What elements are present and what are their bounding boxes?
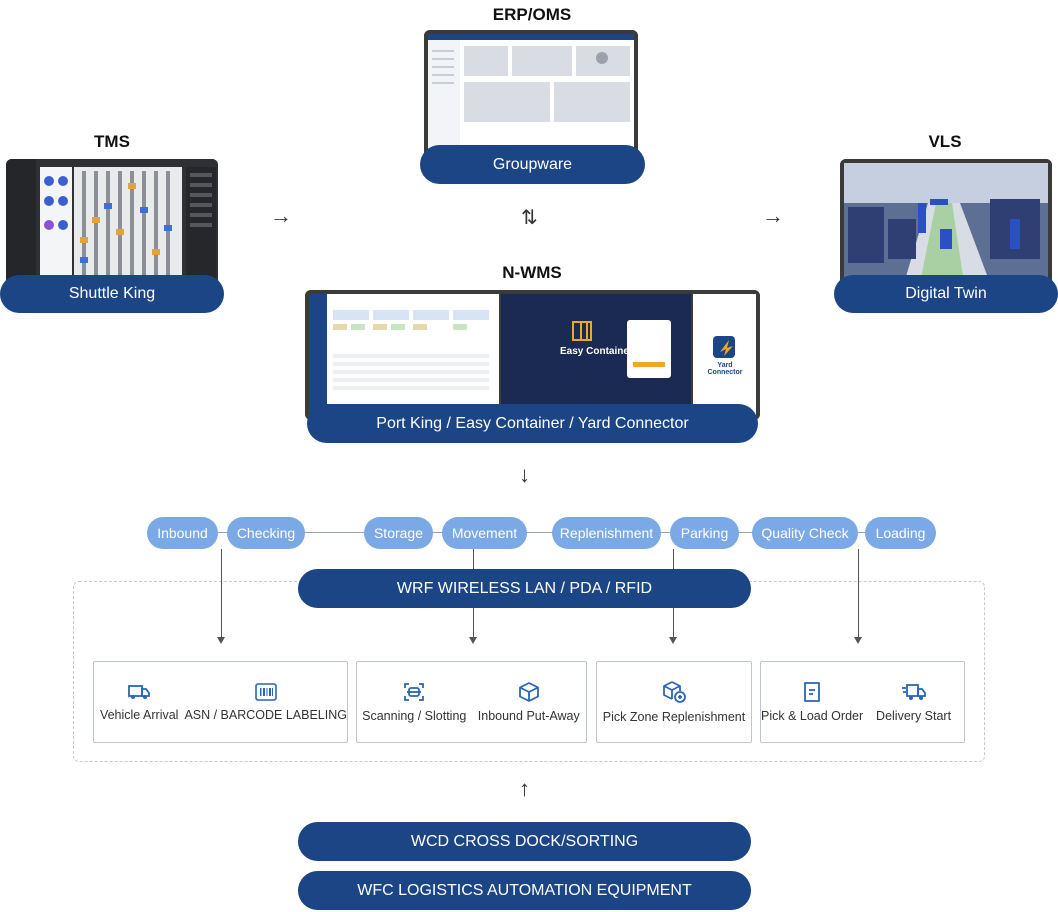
document-icon (801, 681, 823, 703)
step-checking[interactable]: Checking (227, 517, 305, 549)
erp-title: ERP/OMS (492, 5, 572, 24)
card-item-label: ASN / BARCODE LABELING (184, 708, 347, 722)
vls-screenshot (840, 159, 1052, 287)
card-item-delivery-start[interactable]: Delivery Start (863, 662, 964, 742)
step-loading[interactable]: Loading (865, 517, 936, 549)
nwms-title: N-WMS (502, 263, 562, 282)
step-parking[interactable]: Parking (670, 517, 739, 549)
scan-icon (402, 681, 426, 703)
card-item-scanning-slotting[interactable]: Scanning / Slotting (357, 662, 472, 742)
tms-title: TMS (94, 132, 130, 151)
card-item-label: Pick Zone Replenishment (602, 710, 746, 724)
connector-parking-head (669, 637, 677, 644)
erp-screen-art (424, 30, 638, 160)
nwms-screen-art (305, 290, 760, 420)
connector-movement-head (469, 637, 477, 644)
card-item-asn-barcode[interactable]: ASN / BARCODE LABELING (184, 662, 347, 742)
box-icon (517, 681, 541, 703)
step-replenishment[interactable]: Replenishment (552, 517, 661, 549)
card-item-pick-load-order[interactable]: Pick & Load Order (761, 662, 863, 742)
bidirectional-arrow: ⇅ (521, 207, 538, 229)
process-line (180, 532, 900, 533)
step-storage[interactable]: Storage (364, 517, 433, 549)
vls-product-pill[interactable]: Digital Twin (834, 275, 1058, 313)
card-item-inbound-putaway[interactable]: Inbound Put-Away (472, 662, 587, 742)
wrf-pill[interactable]: WRF WIRELESS LAN / PDA / RFID (298, 569, 751, 608)
connector-quality-check (858, 549, 859, 637)
erp-screenshot (424, 30, 638, 160)
card-item-vehicle-arrival[interactable]: Vehicle Arrival (94, 662, 184, 742)
connector-checking (221, 549, 222, 637)
box-refresh-icon (661, 680, 687, 704)
vls-screen-art (840, 159, 1052, 287)
card-item-pick-zone-replenishment[interactable]: Pick Zone Replenishment (597, 662, 751, 742)
wcd-pill[interactable]: WCD CROSS DOCK/SORTING (298, 822, 751, 861)
vls-title: VLS (928, 132, 962, 151)
equipment-up-arrow: ↑ (519, 776, 530, 801)
truck-icon (127, 682, 151, 702)
step-inbound[interactable]: Inbound (147, 517, 218, 549)
tms-screen-art (6, 159, 218, 287)
card-item-label: Scanning / Slotting (362, 709, 467, 723)
yard-connector-label: Yard Connector (707, 362, 743, 376)
card-item-label: Vehicle Arrival (99, 708, 179, 722)
nwms-screenshot: Easy Container Yard Connector (305, 290, 760, 420)
wfc-pill[interactable]: WFC LOGISTICS AUTOMATION EQUIPMENT (298, 871, 751, 910)
barcode-icon (254, 682, 278, 702)
card-loading: Pick & Load Order Delivery Start (760, 661, 965, 743)
delivery-truck-icon (901, 681, 927, 703)
tms-product-pill[interactable]: Shuttle King (0, 275, 224, 313)
card-replenishment: Pick Zone Replenishment (596, 661, 752, 743)
nwms-down-arrow: ↓ (519, 462, 530, 487)
card-scanning: Scanning / Slotting Inbound Put-Away (356, 661, 587, 743)
card-arrival: Vehicle Arrival ASN / BARCODE LABELING (93, 661, 348, 743)
nwms-product-pill[interactable]: Port King / Easy Container / Yard Connec… (307, 404, 758, 443)
step-quality-check[interactable]: Quality Check (752, 517, 858, 549)
center-to-vls-arrow: → (762, 203, 784, 228)
connector-checking-head (217, 637, 225, 644)
card-item-label: Delivery Start (876, 709, 952, 723)
erp-product-pill[interactable]: Groupware (420, 145, 645, 184)
tms-to-center-arrow: → (270, 203, 292, 228)
card-item-label: Inbound Put-Away (477, 709, 580, 723)
card-item-label: Pick & Load Order (761, 709, 864, 723)
step-movement[interactable]: Movement (442, 517, 527, 549)
tms-screenshot (6, 159, 218, 287)
easy-container-label: Easy Container (560, 346, 633, 357)
connector-quality-check-head (854, 637, 862, 644)
